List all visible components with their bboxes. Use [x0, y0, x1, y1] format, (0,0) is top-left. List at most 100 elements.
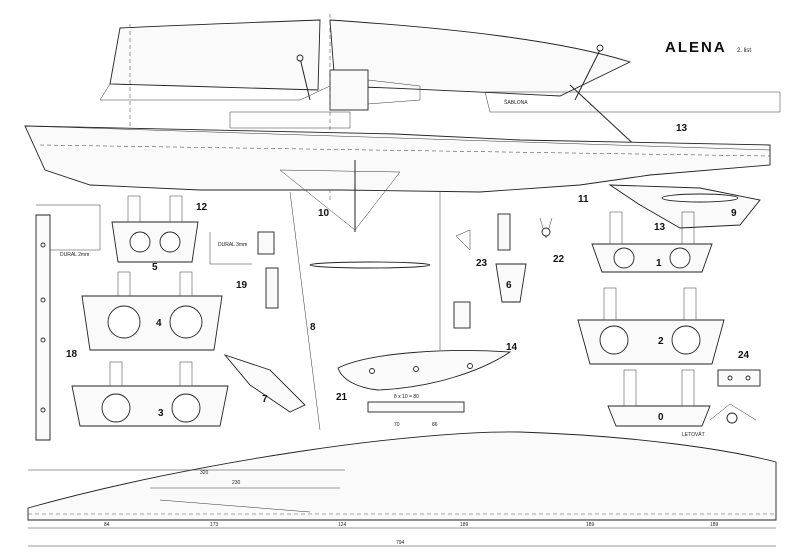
strip-dimension-b: 86 [432, 422, 438, 428]
boom-line [99, 83, 331, 101]
part-22-clip [539, 217, 553, 239]
bulkhead-1: 1 13 [591, 211, 713, 273]
bulkhead-hole [107, 305, 141, 339]
bulkhead-stringer [179, 361, 193, 387]
part-21-label: 21 [336, 392, 348, 403]
deck-fitting [159, 499, 311, 513]
boom-fitting [229, 111, 351, 129]
rudder-pivot [726, 412, 738, 424]
bracket-hole [40, 242, 46, 248]
ballast-bolt [413, 366, 419, 372]
plan-title: ALENA [665, 39, 727, 56]
keel-section [309, 261, 431, 269]
bulkhead-hole [101, 393, 131, 423]
title-block: ALENA 2. list [665, 39, 751, 56]
part-3-label: 3 [158, 408, 164, 419]
strip-21: 8 x 10 = 80 70 86 21 [336, 392, 465, 428]
bulkhead-hole [599, 325, 629, 355]
keel-strut [279, 169, 401, 231]
dural-label: DURAL 2mm [60, 252, 89, 258]
sail-grommet [296, 54, 304, 62]
template-label: ŠABLONA [504, 99, 528, 106]
keel-leading-edge [289, 191, 321, 431]
dimension-seg5: 189 [586, 522, 595, 528]
rudder-fitting: LETOVÁT [682, 403, 757, 438]
bulkhead-5: 5 [111, 195, 199, 273]
keel-fin: 8 [289, 191, 441, 431]
ballast-bolt [369, 368, 375, 374]
part-4-label: 4 [156, 318, 162, 329]
dimension-seg2: 173 [210, 522, 219, 528]
sail-grommet [596, 44, 604, 52]
mast-bracket [367, 79, 421, 105]
bulkhead-stringer [609, 211, 623, 245]
bulkhead-0: 0 [607, 369, 711, 427]
bulkhead-4: 4 [81, 271, 223, 351]
bowsprit-stay [569, 84, 641, 151]
part-22-eye [541, 227, 551, 237]
bulkhead-3: 3 [71, 361, 229, 427]
dimension-span-a: 320 [200, 470, 209, 476]
hull-profile: 13 11 9 12 10 [24, 123, 771, 232]
strip-21-plate [367, 401, 465, 413]
mast-step-block [329, 69, 369, 111]
dimension-seg6: 189 [710, 522, 719, 528]
bulkhead-stringer [603, 287, 617, 321]
bracket-19-strip [265, 267, 279, 309]
part-13b-label: 13 [654, 222, 666, 233]
bulkhead-stringer [169, 195, 183, 223]
part-14-label: 14 [506, 342, 518, 353]
bulkhead-0-outline [607, 405, 711, 427]
rudder-arm [709, 403, 757, 421]
template-block: ŠABLONA [484, 91, 781, 113]
bracket-hole [40, 337, 46, 343]
part-12-label: 12 [196, 202, 208, 213]
bulkhead-stringer [681, 369, 695, 407]
bracket-dimension [36, 204, 101, 251]
hull-side [24, 125, 771, 193]
part-23-label: 23 [476, 258, 488, 269]
strip-dimension-a: 70 [394, 422, 400, 428]
mainsail-upper [109, 19, 321, 91]
ballast-14-outline [337, 350, 512, 391]
part-6-outline [495, 263, 527, 303]
ballast-bolt [467, 363, 473, 369]
bulkhead-5-outline [111, 221, 199, 263]
bracket-hole [40, 407, 46, 413]
bulkhead-3-outline [71, 385, 229, 427]
part-7: 7 [223, 354, 306, 413]
part-8-label: 8 [310, 322, 316, 333]
sheet-label: 2. list [737, 48, 751, 54]
strip-dimension: 8 x 10 = 80 [394, 394, 419, 400]
part-19-bracket: DURAL 3mm 19 [209, 231, 279, 309]
bulkhead-stringer [681, 211, 695, 245]
part-small-plate [453, 301, 471, 329]
bulkhead-stringer [109, 361, 123, 387]
bulkhead-hole [159, 231, 181, 253]
part-22: 22 [539, 217, 565, 265]
bracket-hole [40, 297, 46, 303]
bulkhead-hole [129, 231, 151, 253]
part-7-outline [223, 354, 306, 413]
part-6: 6 [495, 263, 527, 303]
part-24-label: 24 [738, 350, 750, 361]
part-10-label: 10 [318, 208, 330, 219]
part-22-label: 22 [553, 254, 565, 265]
mast-stay [299, 57, 311, 101]
bulkhead-hole [171, 393, 201, 423]
dimension-span-b: 230 [232, 480, 241, 486]
part-18-bracket: DURAL 2mm 18 [35, 204, 101, 441]
waterline [39, 144, 771, 157]
bulkhead-stringer [179, 271, 193, 297]
ballast-bulb-14: 14 [337, 342, 518, 391]
jib-sail [329, 19, 632, 97]
bulkhead-stringer [683, 287, 697, 321]
part-19-label: 19 [236, 280, 248, 291]
part-2-label: 2 [658, 336, 664, 347]
part-24-hole [745, 375, 751, 381]
dimension-seg3: 124 [338, 522, 347, 528]
template-outline [484, 91, 781, 113]
dimension-seg4: 189 [460, 522, 469, 528]
bracket-strip [35, 214, 51, 441]
